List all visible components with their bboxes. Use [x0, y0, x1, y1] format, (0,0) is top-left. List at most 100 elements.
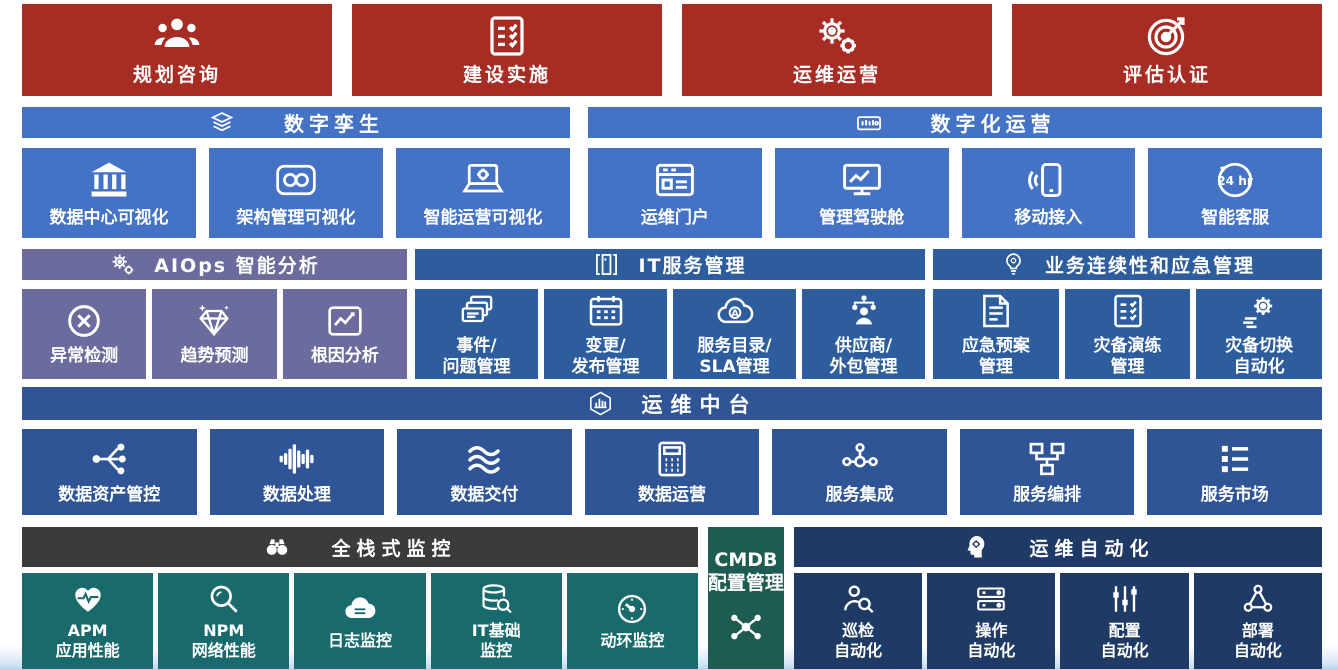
tile-label: 数据中心可视化	[49, 207, 169, 228]
head-gear-icon	[961, 533, 989, 561]
tile-service-market: 服务市场	[1147, 429, 1323, 515]
phase-label: 规划咨询	[132, 64, 221, 87]
header-label: 运维中台	[641, 392, 758, 417]
tile-management-cockpit: 管理驾驶舱	[774, 148, 949, 238]
monitoring-cells: APM 应用性能 NPM 网络性能 日志监控 IT基础 监控 动环监控	[22, 573, 698, 669]
header-label: IT服务管理	[638, 255, 747, 277]
tile-inspection-automation: 巡检 自动化	[793, 573, 923, 669]
sliders-icon	[1107, 581, 1143, 617]
calendar-icon	[586, 291, 626, 331]
tile-label: 数据处理	[262, 485, 331, 506]
tile-operation-automation: 操作 自动化	[927, 573, 1056, 669]
digital-twin-cells: 数据中心可视化 架构管理可视化 智能运营可视化	[22, 148, 570, 238]
tile-label: 趋势预测	[180, 346, 249, 367]
header-ops-middle-platform: 运维中台	[22, 387, 1322, 420]
library-icon	[593, 251, 620, 278]
header-digital-twin: 数字孪生	[22, 107, 570, 138]
phase-label: 建设实施	[462, 64, 551, 87]
tile-label: 动环监控	[600, 631, 665, 651]
tile-label: 灾备演练 管理	[1093, 335, 1162, 377]
gear-motion-icon	[1239, 291, 1279, 331]
tile-label: 服务集成	[825, 485, 894, 506]
document-icon	[976, 291, 1016, 331]
tile-label: 服务编排	[1013, 485, 1082, 506]
tile-label: 数据资产管控	[58, 485, 161, 506]
cloud-a-icon: A	[715, 291, 755, 331]
bulb-gear-icon	[1000, 251, 1027, 278]
tile-label: 操作 自动化	[967, 621, 1016, 660]
tile-supplier-outsourcing: 供应商/ 外包管理	[802, 289, 925, 379]
binoculars-icon	[263, 533, 291, 561]
header-full-stack-monitoring: 全栈式监控	[22, 527, 698, 567]
tile-intelligent-service: 24 hr 智能客服	[1148, 148, 1322, 238]
tile-service-catalog-sla: A 服务目录/ SLA管理	[673, 289, 796, 379]
tile-label: 巡检 自动化	[834, 621, 883, 660]
service-24hr-icon: 24 hr	[1213, 158, 1257, 202]
waveform-icon	[276, 438, 318, 480]
tile-apm: APM 应用性能	[22, 573, 154, 669]
tile-dr-switch: 灾备切换 自动化	[1196, 289, 1323, 379]
checklist-icon	[483, 12, 531, 60]
tile-label: 智能运营可视化	[423, 207, 543, 228]
org-person-icon	[844, 291, 884, 331]
header-ops-automation: 运维自动化	[793, 527, 1322, 567]
svg-text:24 hr: 24 hr	[1217, 173, 1253, 187]
browser-icon	[653, 158, 697, 202]
tile-label: 灾备切换 自动化	[1225, 335, 1294, 377]
person-magnifier-icon	[840, 581, 876, 617]
hexagon-building-icon	[587, 390, 614, 417]
tile-env-monitoring: 动环监控	[566, 573, 698, 669]
double-gears-icon	[109, 251, 136, 278]
tile-change-release-mgmt: 变更/ 发布管理	[544, 289, 667, 379]
tile-data-processing: 数据处理	[209, 429, 385, 515]
database-magnifier-icon	[478, 581, 514, 617]
tile-label: 部署 自动化	[1233, 621, 1282, 660]
tile-data-operations: 数据运营	[584, 429, 760, 515]
itsm-cells: 事件/ 问题管理 变更/ 发布管理 A 服务目录/ SLA管理 供应商/ 外包管…	[415, 289, 925, 379]
aiops-group: AIOps 智能分析 异常检测 趋势预测 根因分析	[22, 249, 407, 379]
keyboard-icon	[973, 581, 1009, 617]
stacked-cards-icon	[457, 291, 497, 331]
tile-data-delivery: 数据交付	[397, 429, 572, 515]
people-icon	[153, 12, 201, 60]
monitor-chart-icon	[840, 158, 884, 202]
tile-label: 异常检测	[50, 346, 119, 367]
header-label: 运维自动化	[1029, 537, 1155, 560]
phase-construction-implementation: 建设实施	[352, 4, 662, 96]
digital-operations-cells: 运维门户 管理驾驶舱 移动接入 24 hr 智能客服	[588, 148, 1322, 238]
header-bcm: 业务连续性和应急管理	[933, 249, 1322, 280]
waves-icon	[463, 438, 505, 480]
header-label: AIOps 智能分析	[154, 255, 320, 277]
header-label: 数字孪生	[284, 112, 384, 136]
phase-assessment-certification: 评估认证	[1012, 4, 1322, 96]
header-aiops: AIOps 智能分析	[22, 249, 407, 280]
tile-label: 管理驾驶舱	[819, 207, 905, 228]
automation-group: 运维自动化 巡检 自动化 操作 自动化 配置 自动化 部署 自动化	[793, 527, 1322, 669]
tile-it-infra-monitoring: IT基础 监控	[430, 573, 562, 669]
header-itsm: IT服务管理	[415, 249, 925, 280]
cloud-lines-icon	[342, 591, 378, 627]
tile-label: 数据运营	[638, 485, 707, 506]
diamond-sparkle-icon	[194, 301, 234, 341]
nodes-triangle-icon	[1240, 581, 1276, 617]
phase-label: 评估认证	[1122, 64, 1211, 87]
phases-row: 规划咨询 建设实施 运维运营 评估认证	[22, 4, 1322, 96]
bcm-cells: 应急预案 管理 灾备演练 管理 灾备切换 自动化	[933, 289, 1323, 379]
tile-datacenter-visualization: 数据中心可视化	[22, 148, 196, 238]
aiops-cells: 异常检测 趋势预测 根因分析	[22, 289, 407, 379]
gears-icon	[813, 12, 861, 60]
header-label: 业务连续性和应急管理	[1044, 255, 1255, 277]
molecule-icon	[726, 607, 766, 647]
tile-label: IT基础 监控	[471, 621, 521, 660]
tile-label: 供应商/ 外包管理	[829, 335, 898, 377]
tile-config-automation: 配置 自动化	[1060, 573, 1189, 669]
list-icon	[1214, 438, 1256, 480]
phase-planning-consulting: 规划咨询	[22, 4, 332, 96]
tile-trend-prediction: 趋势预测	[152, 289, 277, 379]
tile-service-integration: 服务集成	[772, 429, 947, 515]
header-label: 全栈式监控	[331, 537, 457, 560]
digital-operations-group: 数字化运营 运维门户 管理驾驶舱 移动接入 24 hr 智能客服	[588, 107, 1322, 238]
bcm-group: 业务连续性和应急管理 应急预案 管理 灾备演练 管理 灾备切换 自动化	[933, 249, 1323, 379]
digital-twin-group: 数字孪生 数据中心可视化 架构管理可视化 智能运营可视化	[22, 107, 570, 238]
